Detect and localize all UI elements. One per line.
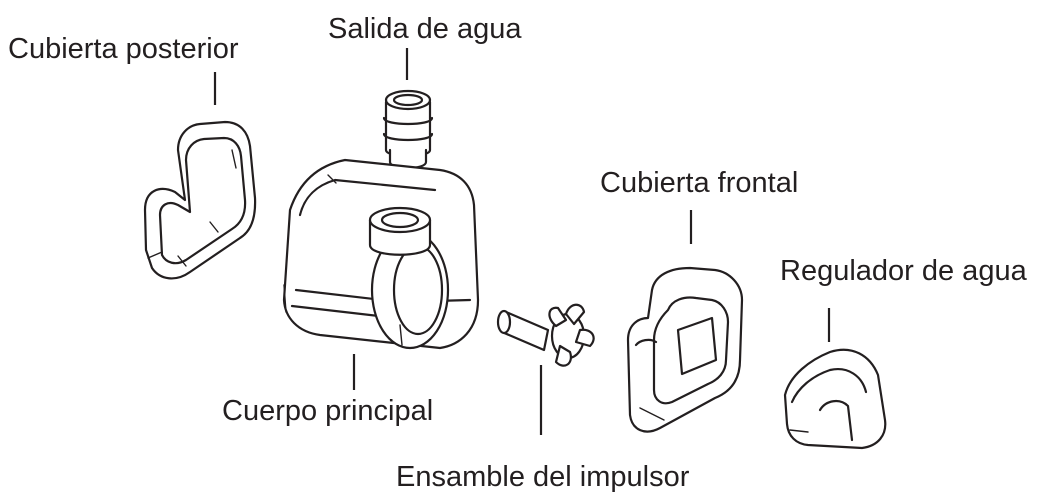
label-back-cover: Cubierta posterior (8, 33, 239, 65)
label-main-body: Cuerpo principal (222, 395, 433, 427)
label-impeller-assembly: Ensamble del impulsor (396, 461, 690, 493)
label-water-regulator: Regulador de agua (780, 255, 1028, 287)
back-cover-drawing (143, 120, 257, 280)
impeller-drawing (496, 303, 595, 367)
front-cover-drawing (626, 266, 744, 433)
label-front-cover: Cubierta frontal (600, 167, 798, 199)
label-water-outlet: Salida de agua (328, 13, 522, 45)
main-body-drawing (282, 158, 480, 350)
water-outlet-drawing (382, 89, 434, 170)
water-regulator-drawing (783, 348, 887, 450)
